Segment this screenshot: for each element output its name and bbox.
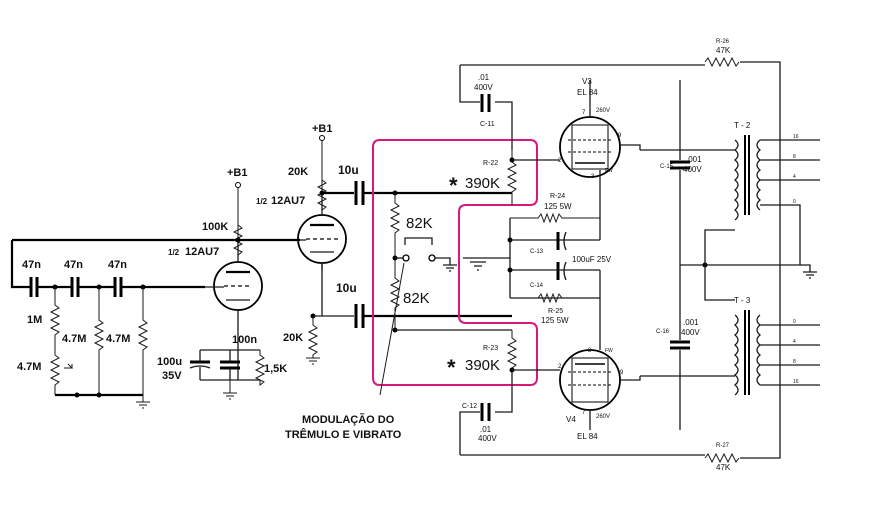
label-100n: 100n <box>232 334 257 346</box>
label-100u: 100u <box>157 356 182 368</box>
label-r25-val: 125 5W <box>541 316 569 325</box>
label-c13-c14-val: 100uF 25V <box>572 255 612 264</box>
label-r22: R-22 <box>483 160 498 167</box>
label-4-7m-a: 4.7M <box>62 333 86 345</box>
tube-v3-el84 <box>559 80 641 178</box>
label-c11-val2: 400V <box>474 83 493 92</box>
t3-tap2: 4 <box>793 339 796 345</box>
label-r24: R-24 <box>550 193 565 200</box>
label-tube-mid-frac: 1/2 <box>256 197 268 206</box>
label-b1-left: +B1 <box>227 167 248 179</box>
pin7-top: 7 <box>582 110 586 116</box>
capacitor-47n-1 <box>29 277 39 297</box>
fw-top: FW <box>605 168 613 174</box>
label-82k-top: 82K <box>406 215 433 232</box>
label-c15-val2: 400V <box>683 165 702 174</box>
t2-tap2: 8 <box>793 154 796 160</box>
label-c16-val2: 400V <box>681 328 700 337</box>
caption-line1: MODULAÇÃO DO <box>302 413 395 426</box>
label-tube-mid: 12AU7 <box>271 195 305 207</box>
label-tube-left-frac: 1/2 <box>168 248 180 257</box>
label-b1-mid: +B1 <box>312 123 333 135</box>
pin3-bot: 3 <box>588 348 592 354</box>
label-c12-val1: .01 <box>480 425 492 434</box>
label-r26-val: 47K <box>716 46 731 55</box>
capacitor-47n-2 <box>70 277 80 297</box>
tube-v4-el84 <box>559 349 641 430</box>
label-c13: C-13 <box>530 249 544 255</box>
input-network <box>10 238 300 409</box>
label-c12-val2: 400V <box>478 434 497 443</box>
label-10u-bot: 10u <box>336 281 357 295</box>
t2-tap4: 0 <box>793 199 796 205</box>
label-r27: R-27 <box>716 443 730 449</box>
t2-tap1: 16 <box>793 134 799 140</box>
label-260v-top: 260V <box>596 108 610 114</box>
label-c15: C-15 <box>660 164 674 170</box>
label-47n-2: 47n <box>64 259 83 271</box>
label-c16-val1: .001 <box>683 318 699 327</box>
modulation-network <box>379 190 512 396</box>
t3-tap3: 8 <box>793 359 796 365</box>
label-390k-bot: 390K <box>465 357 500 374</box>
label-r24-val: 125 5W <box>544 202 572 211</box>
cathode-network-left <box>189 349 266 400</box>
label-t3: T - 3 <box>734 296 751 305</box>
component-labels: 47n 47n 47n 1M 4.7M 4.7M 4.7M 100K +B1 1… <box>17 39 799 472</box>
fw-bot: FW <box>605 348 613 354</box>
label-c16: C-16 <box>656 329 670 335</box>
pin2-bot: 2 <box>558 364 562 370</box>
label-c14: C-14 <box>530 283 544 289</box>
label-v4-type: EL 84 <box>577 432 598 441</box>
label-v3: V3 <box>582 77 592 86</box>
pin7-bot: 7 <box>582 410 586 416</box>
label-47n-3: 47n <box>108 259 127 271</box>
label-100k: 100K <box>202 221 228 233</box>
label-1m: 1M <box>27 314 42 326</box>
asterisk-top: * <box>449 173 458 198</box>
label-tube-left: 12AU7 <box>185 246 219 258</box>
transformer-t2 <box>733 135 820 265</box>
label-10u-top: 10u <box>338 163 359 177</box>
capacitor-47n-3 <box>113 277 123 297</box>
label-r25: R-25 <box>548 308 563 315</box>
label-c12: C-12 <box>462 403 477 410</box>
pin2-top: 2 <box>558 158 562 164</box>
label-c11-val1: .01 <box>478 73 490 82</box>
label-260v-bot: 260V <box>596 414 610 420</box>
transformer-t3 <box>733 310 820 396</box>
t3-tap1: 0 <box>793 319 796 325</box>
asterisk-bot: * <box>447 355 456 380</box>
label-20k-bot: 20K <box>283 332 303 344</box>
label-c11: C-11 <box>480 121 495 128</box>
label-35v: 35V <box>162 370 182 382</box>
label-v4: V4 <box>566 415 576 424</box>
label-82k-bot: 82K <box>403 290 430 307</box>
caption-line2: TRÊMULO E VIBRATO <box>285 428 402 441</box>
label-4-7m-pot: 4.7M <box>17 361 41 373</box>
pin9-top: 9 <box>618 133 622 139</box>
label-c15-val1: .001 <box>686 155 702 164</box>
t2-tap3: 4 <box>793 174 796 180</box>
label-t2: T - 2 <box>734 121 751 130</box>
pin9-bot: 9 <box>620 370 624 376</box>
label-v3-type: EL 84 <box>577 88 598 97</box>
label-r26: R-26 <box>716 39 730 45</box>
label-4-7m-b: 4.7M <box>106 333 130 345</box>
output-stage <box>459 56 820 464</box>
label-r27-val: 47K <box>716 463 731 472</box>
t3-tap4: 16 <box>793 379 799 385</box>
label-47n-1: 47n <box>22 259 41 271</box>
label-1-5k: 1,5K <box>264 363 287 375</box>
label-r23: R-23 <box>483 345 498 352</box>
pin3-top: 3 <box>591 174 595 180</box>
label-390k-top: 390K <box>465 175 500 192</box>
modulation-highlight <box>372 139 538 386</box>
label-20k-top: 20K <box>288 166 308 178</box>
